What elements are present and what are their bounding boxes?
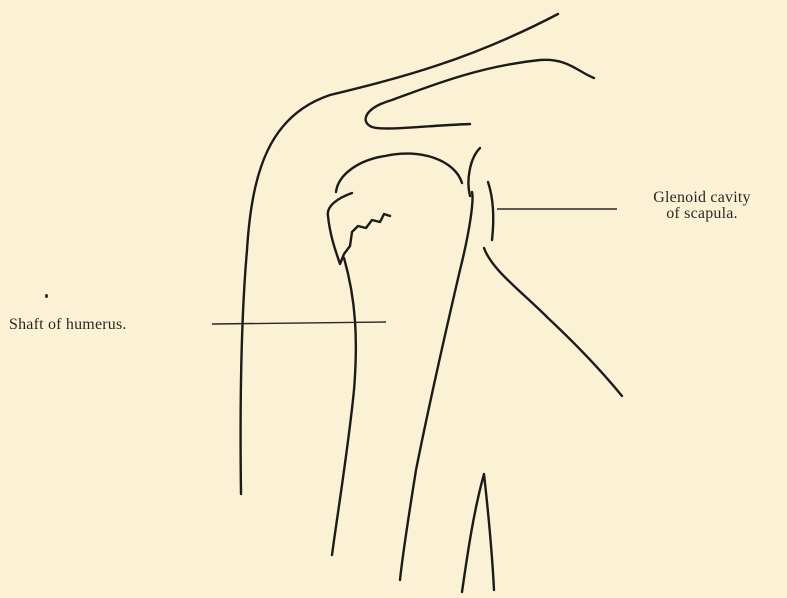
- print-speck: [45, 294, 48, 298]
- humeral-head-outline: [336, 154, 462, 192]
- glenoid-rim-back: [488, 182, 493, 240]
- acromion-outline: [366, 60, 594, 129]
- glenoid-label-line-1: Glenoid cavity: [622, 190, 782, 206]
- glenoid-cavity-label: Glenoid cavity of scapula.: [622, 190, 782, 222]
- glenoid-label-line-2: of scapula.: [622, 206, 782, 222]
- humerus-lateral-shaft: [332, 258, 356, 555]
- glenoid-rim-front: [468, 148, 480, 196]
- shoulder-outer-contour: [241, 14, 558, 494]
- shaft-of-humerus-label: Shaft of humerus.: [9, 317, 127, 333]
- lower-spike-outline: [462, 474, 494, 592]
- greater-tuberosity-outline: [328, 193, 390, 264]
- humerus-medial-shaft: [400, 192, 473, 580]
- scapula-lateral-border: [484, 248, 622, 396]
- shaft-leader-line: [212, 322, 386, 324]
